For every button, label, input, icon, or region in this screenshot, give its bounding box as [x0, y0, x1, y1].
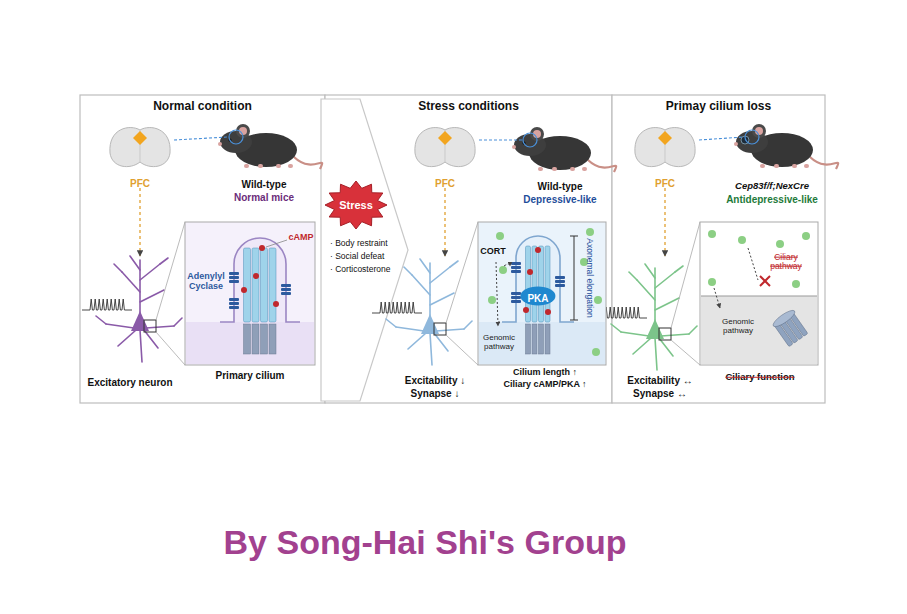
molecule-dot	[586, 228, 594, 236]
text-label: Cep83f/f;NexCre	[735, 181, 809, 191]
cilium-inset	[478, 222, 606, 365]
zoom-lines	[446, 222, 478, 365]
molecule-dot	[496, 232, 504, 240]
molecule-dot	[527, 269, 533, 275]
molecule-dot	[580, 258, 588, 266]
locator-line	[479, 140, 522, 141]
molecule-dot	[708, 230, 716, 238]
text-label: Ciliary cAMP/PKA ↑	[503, 380, 586, 390]
panel-frames	[80, 95, 825, 403]
leader-line	[266, 240, 287, 247]
molecule-dot	[273, 301, 279, 307]
panel-title: Normal condition	[80, 95, 325, 113]
caption: By Song-Hai Shi's Group	[224, 523, 627, 562]
mouse	[512, 127, 616, 172]
molecule-dot	[488, 296, 496, 304]
molecule-dot	[241, 287, 247, 293]
broken-cilium	[771, 308, 810, 347]
text-label: PFC	[435, 178, 455, 189]
text-label: Ciliary pathway	[768, 253, 804, 272]
cilium-inset	[700, 222, 818, 365]
neuron	[82, 256, 182, 362]
molecule-dot	[523, 307, 529, 313]
arrows	[714, 248, 758, 308]
text-label: Excitatory neuron	[87, 377, 172, 388]
locator-line	[174, 137, 228, 140]
molecule-dot	[776, 240, 784, 248]
kinase-oval: PKA	[520, 287, 555, 306]
panel-box: Normal condition	[80, 95, 325, 135]
molecule-dot	[792, 280, 800, 288]
molecule-dot	[802, 232, 810, 240]
neuron	[597, 264, 697, 370]
text-label: Excitability ↓	[405, 375, 466, 386]
text-label: Ciliary function	[725, 372, 794, 382]
text-label: · Social defeat	[330, 252, 384, 261]
text-label: Cilium length ↑	[513, 368, 577, 378]
mouse	[218, 124, 322, 169]
panel-box: Primay cilium loss	[612, 95, 825, 135]
block-mark	[760, 276, 770, 286]
text-label: CORT	[480, 247, 506, 257]
text-label: Axonemal elongation	[584, 238, 593, 317]
length-bracket	[570, 236, 578, 320]
cell-body	[479, 322, 605, 364]
text-label: Adenylyl Cyclase	[186, 272, 226, 292]
panel-title: Stress conditions	[325, 95, 612, 113]
molecule-dot	[253, 273, 259, 279]
brain-section	[635, 128, 695, 256]
text-label: Primary cilium	[216, 370, 285, 381]
adenylyl-cyclase	[229, 298, 239, 309]
adenylyl-cyclase	[555, 276, 565, 287]
adenylyl-cyclase	[511, 292, 521, 303]
text-label: PFC	[130, 178, 150, 189]
arrows	[496, 262, 510, 326]
neuron	[372, 259, 472, 365]
panel-box: Stress conditionsPKA	[325, 95, 612, 135]
panel-title: Primay cilium loss	[612, 95, 825, 113]
text-label: Wild-type	[538, 181, 583, 192]
molecule-dot	[499, 266, 507, 274]
node-label: PKA	[527, 289, 548, 304]
text-label: Depressive-like	[523, 194, 596, 205]
text-label: Genomic pathway	[479, 334, 519, 352]
text-label: · Corticosterone	[330, 265, 390, 274]
adenylyl-cyclase	[281, 284, 291, 295]
text-label: Synapse ↓	[411, 388, 460, 399]
membrane	[701, 296, 817, 297]
cell-body	[701, 296, 817, 364]
text-label: Genomic pathway	[718, 318, 758, 336]
mouse	[734, 124, 838, 169]
molecule-dot	[738, 236, 746, 244]
text-label: PFC	[655, 178, 675, 189]
text-label: cAMP	[288, 233, 313, 243]
primary-cilium	[220, 238, 300, 354]
molecule-dot	[259, 245, 265, 251]
brain-section	[110, 128, 170, 256]
locator-line	[699, 137, 744, 140]
molecule-dot	[594, 296, 602, 304]
zoom-lines	[671, 222, 700, 365]
stress-star: Stress	[324, 180, 388, 230]
text-label: Excitability ↔	[627, 375, 693, 386]
molecule-dot	[708, 278, 716, 286]
text-label: Normal mice	[234, 192, 294, 203]
adenylyl-cyclase	[511, 262, 521, 273]
molecule-dot	[592, 348, 600, 356]
cell-body	[186, 322, 314, 364]
primary-cilium	[502, 236, 574, 354]
text-label: Antidepressive-like	[726, 194, 818, 205]
text-label: · Body restraint	[330, 239, 388, 248]
brain-section	[415, 128, 475, 256]
cilium-inset	[185, 222, 315, 365]
text-label: Synapse ↔	[633, 388, 687, 399]
molecule-dot	[545, 309, 551, 315]
molecule-dot	[535, 247, 541, 253]
text-label: Wild-type	[242, 179, 287, 190]
zoom-lines	[156, 222, 185, 365]
adenylyl-cyclase	[229, 272, 239, 283]
node-label: Stress	[339, 199, 373, 211]
